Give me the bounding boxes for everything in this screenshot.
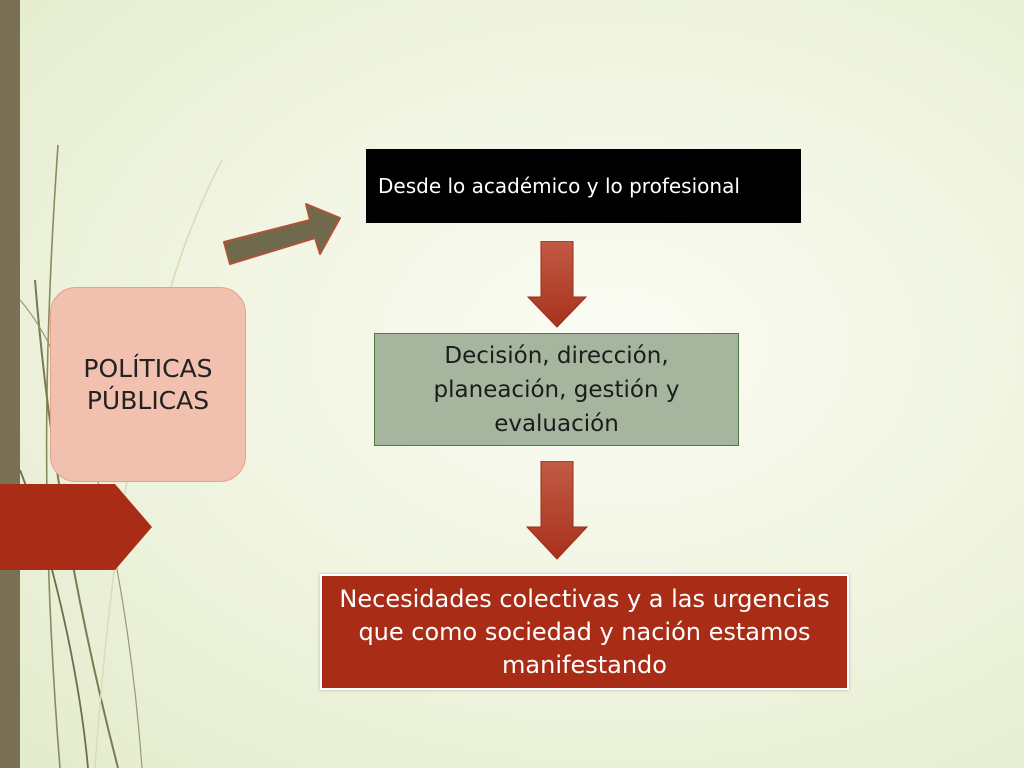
top-box-text: Desde lo académico y lo profesional [378, 174, 740, 198]
main-concept-box: POLÍTICAS PÚBLICAS [50, 287, 246, 482]
diagonal-arrow-icon [223, 203, 341, 265]
down-arrow-icon [526, 461, 589, 560]
main-concept-label: POLÍTICAS PÚBLICAS [83, 353, 213, 415]
middle-box: Decisión, dirección, planeación, gestión… [374, 333, 739, 446]
down-arrow-icon [526, 241, 588, 328]
red-pointer-shape [0, 484, 152, 570]
bottom-box-text: Necesidades colectivas y a las urgencias… [339, 584, 830, 679]
top-box: Desde lo académico y lo profesional [366, 149, 801, 223]
middle-box-text: Decisión, dirección, planeación, gestión… [433, 342, 680, 437]
bottom-box: Necesidades colectivas y a las urgencias… [320, 574, 849, 690]
left-accent-bar [0, 0, 20, 768]
